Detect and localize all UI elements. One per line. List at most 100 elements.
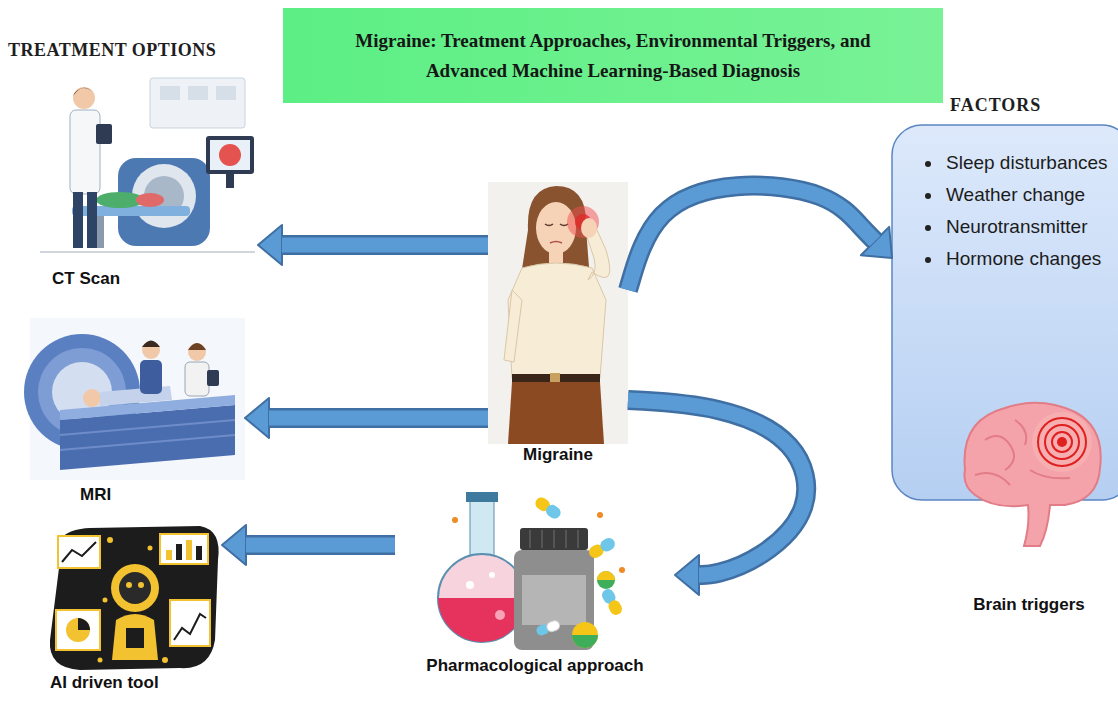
arrow-shaft-outline	[246, 535, 395, 555]
bullet-row: Hormone changes	[920, 246, 1112, 272]
medication-picture-part	[597, 571, 615, 589]
ai-tool-picture-part	[107, 537, 113, 543]
ct-scanner-picture-part	[219, 144, 241, 166]
medication-picture-part	[535, 619, 561, 637]
arrow-head	[222, 525, 246, 565]
ct-scanner-picture-part	[210, 140, 250, 170]
ai-tool-picture-part	[119, 572, 151, 604]
flow-arrow	[258, 225, 488, 265]
ai-tool-picture-part	[196, 546, 202, 560]
node-caption: MRI	[80, 484, 111, 506]
ai-tool-picture-part	[98, 658, 103, 663]
bullet-dot	[925, 193, 931, 199]
migraine-woman-picture-part	[550, 242, 562, 244]
bullet-item: Weather change	[946, 182, 1112, 208]
ai-tool-picture-part	[138, 582, 144, 588]
picture-node: Migraine	[488, 182, 628, 466]
mri-picture-part	[188, 343, 206, 350]
migraine-woman-picture-part	[567, 206, 599, 238]
ai-tool-picture-part	[186, 540, 192, 560]
migraine-woman-picture-part	[504, 290, 522, 362]
medication-picture-part	[572, 622, 598, 648]
arrow-shaft	[282, 238, 488, 253]
bullet-row: Weather change	[920, 182, 1112, 208]
medication-picture-part	[545, 619, 561, 633]
medication-picture-part	[530, 530, 578, 548]
arrow-shaft-outline	[628, 186, 875, 290]
mri-picture-part	[140, 360, 162, 394]
ct-scanner-picture-part	[150, 78, 245, 128]
arrow-shaft	[628, 186, 875, 290]
medication-picture-part	[520, 528, 588, 550]
bullet-dot	[925, 257, 931, 263]
medication-picture-part	[598, 536, 617, 554]
ct-scanner-picture-part	[160, 86, 180, 100]
medication-picture-part	[438, 598, 526, 642]
medication-picture-part	[452, 517, 458, 523]
ai-tool-picture-part	[126, 582, 132, 588]
ct-scanner-picture	[40, 78, 255, 252]
bullet-item: Neurotransmitter	[946, 214, 1112, 240]
picture-node: MRI	[30, 318, 245, 506]
arrow-shaft	[246, 538, 395, 553]
migraine-woman-picture-part	[508, 263, 606, 378]
flow-arrow	[245, 398, 488, 438]
medication-picture-part	[587, 536, 617, 560]
panel-heading: FACTORS	[892, 92, 1118, 122]
brain-picture-part	[1032, 412, 1092, 472]
arrow-shaft-outline	[628, 400, 806, 575]
mri-picture-part	[83, 389, 101, 407]
mri-picture-part	[207, 370, 219, 386]
ai-tool-picture-part	[62, 542, 96, 562]
node-caption: Brain triggers	[973, 594, 1084, 616]
brain-picture-part	[1057, 437, 1067, 447]
bullet-row: Neurotransmitter	[920, 214, 1112, 240]
ai-tool-picture-part	[148, 546, 153, 551]
ai-tool-picture-part	[78, 618, 90, 630]
flow-arrow	[628, 400, 806, 595]
mri-picture-part	[188, 343, 206, 361]
ai-tool-picture-part	[50, 526, 219, 670]
mri-picture-part	[142, 341, 160, 348]
ct-scanner-picture-part	[206, 136, 254, 174]
ai-tool-picture-part	[162, 657, 168, 663]
ai-tool-picture-part	[103, 598, 108, 603]
medication-picture-part	[600, 587, 624, 617]
title-banner: Migraine: Treatment Approaches, Environm…	[283, 8, 943, 103]
brain-picture-part	[964, 403, 1100, 546]
mri-picture-part	[60, 420, 235, 450]
medication-picture-part	[495, 610, 505, 620]
migraine-woman-picture-part	[508, 382, 604, 444]
bullet-dot	[925, 225, 931, 231]
arrow-head	[258, 225, 282, 265]
arrow-head	[245, 398, 269, 438]
medication-picture-part	[544, 503, 563, 521]
ct-scanner-picture-part	[188, 86, 208, 100]
migraine-woman-picture-part	[581, 218, 597, 238]
picture-node: CT Scan	[35, 68, 258, 290]
ai-tool-picture-part	[111, 564, 159, 612]
ct-scanner-picture-part	[132, 164, 196, 228]
medication-picture-part	[438, 554, 526, 642]
ai-tool-picture-part	[126, 628, 144, 648]
section-heading: TREATMENT OPTIONS	[8, 40, 216, 61]
factor-panel: FACTORS Sleep disturbancesWeather changeN…	[892, 92, 1118, 500]
ct-scanner-picture-part	[73, 87, 95, 109]
arrow-shaft-outline	[282, 235, 488, 255]
medication-picture-part	[466, 492, 498, 502]
arrow-head	[675, 555, 699, 595]
node-caption: Pharmacological approach	[426, 655, 643, 677]
ai-tool-picture-part	[56, 610, 100, 650]
medication-picture-part	[466, 581, 474, 589]
node-caption: CT Scan	[52, 268, 120, 290]
ai-tool-picture-part	[170, 600, 210, 646]
bullet-item: Sleep disturbances	[946, 150, 1112, 176]
node-caption: AI driven tool	[50, 672, 159, 694]
bullet-row: Sleep disturbances	[920, 150, 1112, 176]
arrow-shaft	[269, 411, 488, 426]
brain-picture-part	[1038, 418, 1086, 466]
node-caption: Migraine	[523, 444, 593, 466]
ct-scanner-picture-part	[226, 174, 234, 188]
ct-scanner-picture-part	[40, 251, 255, 253]
